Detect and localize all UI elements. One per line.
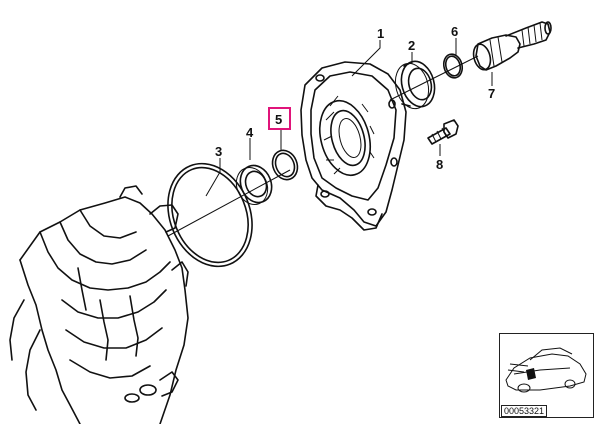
car-location-thumbnail-icon: [505, 347, 587, 393]
center-axis-line: [167, 55, 479, 237]
callout-6: 6: [451, 24, 458, 39]
car-location-thumbnail: [499, 333, 594, 418]
housing-part-1: [300, 61, 407, 231]
callout-5: 5: [275, 112, 282, 127]
callout-7: 7: [488, 86, 495, 101]
callout-8: 8: [436, 157, 443, 172]
output-shaft-part-7: [472, 21, 552, 71]
snap-ring-part-5: [271, 149, 299, 181]
transmission-case-drawing: [9, 185, 189, 424]
callout-1: 1: [377, 26, 384, 41]
callout-3: 3: [215, 144, 222, 159]
callout-2: 2: [408, 38, 415, 53]
reference-number: 00053321: [501, 405, 548, 417]
bolt-part-8: [427, 119, 459, 145]
o-ring-part-3: [167, 162, 253, 268]
callout-5-highlight: [268, 107, 291, 130]
callout-4: 4: [246, 125, 254, 140]
o-ring-part-6: [442, 53, 464, 79]
shaft-seal-part-4: [235, 164, 273, 205]
radial-seal-part-2: [394, 60, 436, 110]
leader-lines: [205, 38, 493, 197]
